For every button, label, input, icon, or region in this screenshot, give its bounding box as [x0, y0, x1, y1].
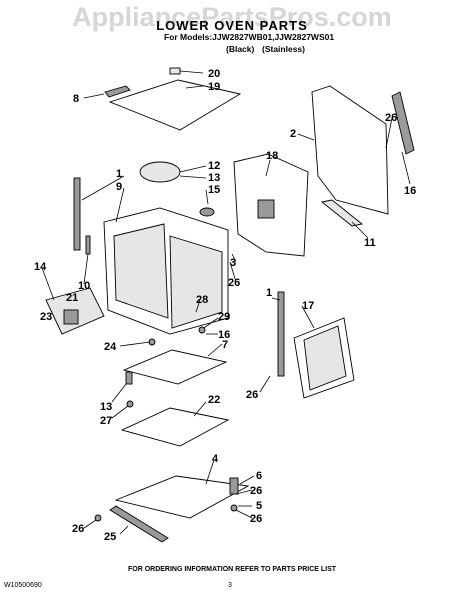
part-bracket-8	[104, 85, 131, 98]
part-vent-insert	[63, 309, 79, 325]
callout-6: 6	[256, 470, 262, 482]
callout-5: 5	[256, 500, 262, 512]
callout-26-shield: 26	[385, 112, 397, 124]
part-back-panel-window	[257, 199, 275, 219]
callout-16-cavity: 16	[218, 329, 230, 341]
callout-1-left: 1	[116, 168, 122, 180]
document-number: W10500690	[4, 582, 42, 589]
part-screw-13	[125, 371, 133, 385]
part-screw-26-bottom-left	[94, 514, 102, 522]
callout-11: 11	[364, 237, 376, 249]
part-hinge-6	[229, 477, 239, 495]
part-side-shield	[311, 85, 389, 215]
callout-15: 15	[208, 184, 220, 196]
part-rail-16	[391, 91, 415, 155]
page-title: LOWER OVEN PARTS	[156, 18, 308, 33]
part-top-panel	[108, 79, 242, 131]
callout-23: 23	[40, 311, 52, 323]
part-right-rail	[277, 291, 285, 377]
callout-27: 27	[100, 415, 112, 427]
callout-14: 14	[34, 261, 47, 273]
callout-9: 9	[116, 181, 122, 193]
callout-7: 7	[222, 339, 228, 351]
callout-19: 19	[208, 81, 220, 93]
callout-labels: 20 19 8 2 26 16 11 18 12 13 15 1 9 10 14…	[34, 68, 416, 543]
part-cavity-side	[169, 235, 223, 329]
callout-20: 20	[208, 68, 220, 80]
callout-26-bottom-left: 26	[72, 523, 84, 535]
part-fan-assembly	[139, 161, 181, 183]
part-frame-17-inner	[303, 325, 347, 391]
part-left-rail	[73, 177, 81, 251]
part-cavity-opening	[113, 223, 169, 319]
part-screw-26-bottom-right	[230, 504, 238, 512]
part-shield-bracket-11	[320, 199, 364, 227]
part-rack-7	[122, 349, 228, 385]
callout-26-cavity: 26	[228, 277, 240, 289]
callout-26-frame: 26	[246, 389, 258, 401]
part-screw-29	[198, 326, 206, 334]
part-clip-20	[169, 67, 181, 75]
callout-8: 8	[73, 93, 79, 105]
callout-26-bottom-right: 26	[250, 513, 262, 525]
part-screw-27	[126, 400, 134, 408]
leader-lines	[41, 70, 411, 535]
page-number: 3	[228, 582, 232, 589]
callout-1-right: 1	[266, 287, 272, 299]
callout-25: 25	[104, 531, 116, 543]
color-stainless-label: (Stainless)	[262, 44, 305, 54]
callout-18: 18	[266, 150, 278, 162]
callout-28: 28	[196, 294, 208, 306]
callout-22: 22	[208, 394, 220, 406]
part-pin-10	[85, 235, 91, 255]
callout-26-hinge: 26	[250, 485, 262, 497]
callout-17: 17	[302, 300, 314, 312]
callout-4: 4	[212, 453, 219, 465]
callout-24: 24	[104, 341, 117, 353]
part-tray-22	[120, 407, 230, 447]
ordering-note: FOR ORDERING INFORMATION REFER TO PARTS …	[127, 566, 337, 573]
callout-21: 21	[66, 292, 78, 304]
callout-3: 3	[230, 257, 236, 269]
callout-13-lower: 13	[100, 401, 112, 413]
callout-16-rail: 16	[404, 185, 416, 197]
callout-29: 29	[218, 311, 230, 323]
part-bottom-panel-4	[114, 475, 250, 519]
part-trim-25	[109, 505, 169, 543]
callout-2: 2	[290, 128, 296, 140]
part-grommet-15	[199, 207, 215, 217]
callout-13-upper: 13	[208, 172, 220, 184]
models-line: For Models:JJW2827WB01,JJW2827WS01	[164, 32, 335, 42]
callout-10: 10	[78, 280, 90, 292]
color-black-label: (Black)	[226, 44, 255, 54]
callout-12: 12	[208, 160, 220, 172]
